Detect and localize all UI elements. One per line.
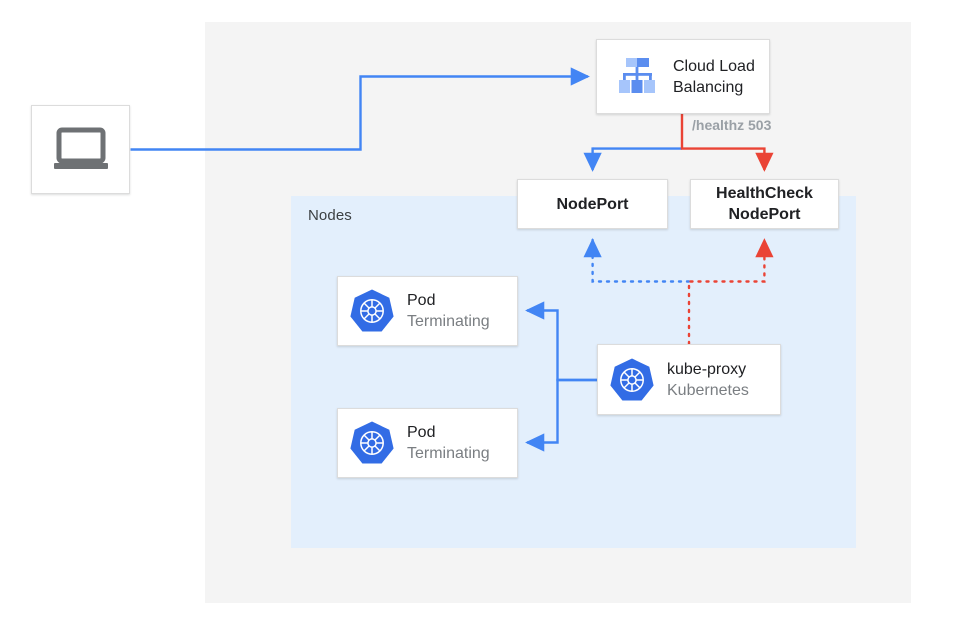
kube-proxy-box[interactable]: kube-proxy Kubernetes [597,344,781,415]
nodeport-label: NodePort [556,195,629,213]
laptop-icon [52,127,110,173]
nodeport-box[interactable]: NodePort [517,179,668,229]
cloud-load-balancing-box[interactable]: Cloud Load Balancing [596,39,770,114]
clb-title: Cloud Load [673,57,755,75]
kubernetes-icon [349,420,395,466]
pod1-status: Terminating [407,313,490,330]
pod-terminating-2-box[interactable]: Pod Terminating [337,408,518,478]
kube-proxy-subtitle: Kubernetes [667,381,749,399]
kubernetes-icon [349,288,395,334]
clb-subtitle: Balancing [673,78,744,96]
nodes-panel-label: Nodes [308,207,352,224]
healthcheck-nodeport-label-line2: NodePort [728,206,801,223]
client-device-box[interactable] [31,105,130,194]
healthcheck-nodeport-box[interactable]: HealthCheck NodePort [690,179,839,229]
healthz-edge-label: /healthz 503 [692,117,772,133]
cloud-load-balancing-icon [615,57,659,97]
pod-terminating-1-box[interactable]: Pod Terminating [337,276,518,346]
pod1-title: Pod [407,292,436,309]
healthcheck-nodeport-label-line1: HealthCheck [716,185,813,202]
kube-proxy-title: kube-proxy [667,360,747,378]
kubernetes-icon [609,357,655,403]
pod2-status: Terminating [407,445,490,462]
pod2-title: Pod [407,424,436,441]
